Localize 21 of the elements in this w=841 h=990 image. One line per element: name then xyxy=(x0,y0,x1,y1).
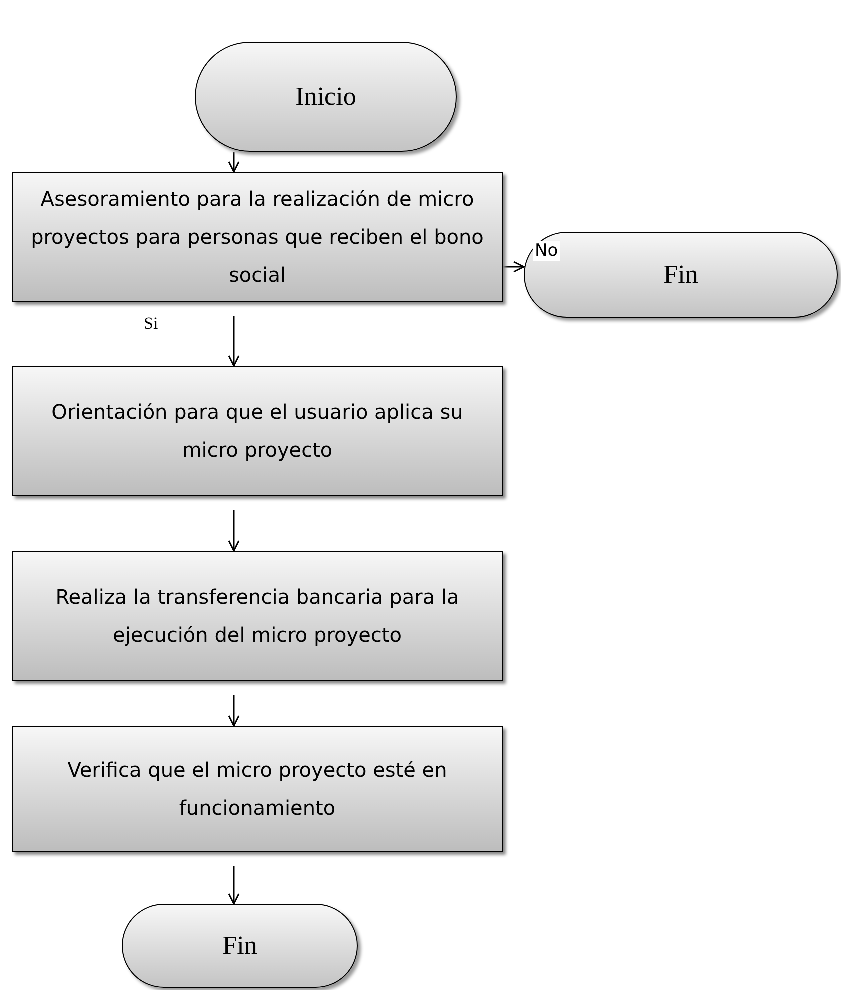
process-box xyxy=(12,551,503,681)
arrow xyxy=(228,316,240,367)
node-label: Asesoramiento para la realización de micro proyectos para personas que reciben el bono social xyxy=(30,186,485,289)
node-label: Fin xyxy=(664,260,698,290)
node-label: Inicio xyxy=(296,82,356,112)
process-box xyxy=(12,172,503,302)
node-label: Orientación para que el usuario aplica su micro proyecto xyxy=(50,399,464,464)
terminator-shape xyxy=(195,42,457,152)
terminator-shape xyxy=(122,904,358,988)
arrow xyxy=(228,866,240,905)
edge-label: No xyxy=(533,241,560,261)
terminator-shape xyxy=(524,232,838,318)
arrow xyxy=(228,152,240,173)
node-label: Realiza la transferencia bancaria para la ejecución del micro proyecto xyxy=(54,584,460,649)
arrow xyxy=(228,510,240,552)
node-label: Verifica que el micro proyecto esté en funcionamiento xyxy=(66,757,448,822)
process-box xyxy=(12,726,503,852)
process-box xyxy=(12,366,503,496)
arrow xyxy=(228,695,240,727)
node-label: Fin xyxy=(222,931,258,961)
arrow xyxy=(503,261,525,273)
